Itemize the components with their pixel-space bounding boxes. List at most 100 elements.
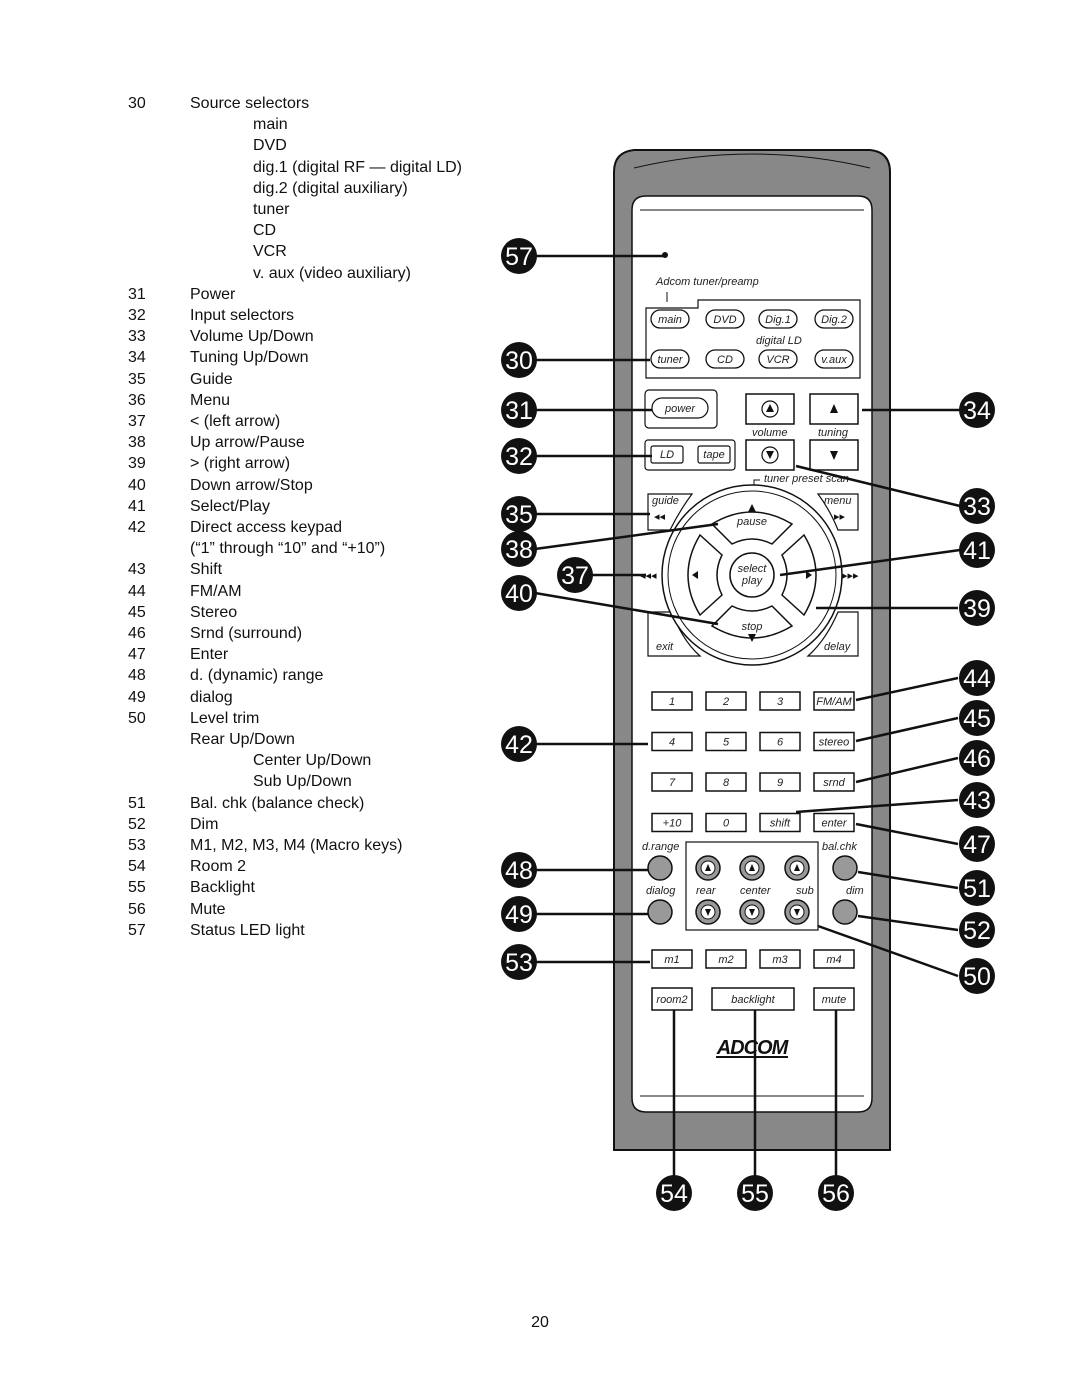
keypad-button[interactable] [705,731,747,752]
callout-marker [818,1175,854,1211]
source-button[interactable] [758,349,798,369]
callout-number: 56 [822,1180,850,1208]
callout-marker [959,782,995,818]
source-button[interactable] [650,349,690,369]
macro-button[interactable] [813,949,855,969]
macro-button[interactable] [705,949,747,969]
legend-number: 38 [128,434,146,452]
select-play-button [729,552,775,598]
keypad-button[interactable] [651,731,693,752]
callout-number: 42 [505,731,533,759]
callout-marker [737,1175,773,1211]
source-button[interactable] [758,309,798,329]
keypad-label: 7 [669,777,676,789]
callout-marker [501,238,537,274]
keypad-button[interactable] [813,691,855,711]
keypad-button[interactable] [759,772,801,792]
svg-text:room2: room2 [656,994,687,1006]
callout-number: 43 [963,787,991,815]
svg-text:mute: mute [822,994,846,1006]
source-label: Dig.1 [765,314,791,326]
callout-marker [959,958,995,994]
menu-button [816,493,859,531]
legend-number: 42 [128,519,146,536]
callout-number: 32 [505,443,533,471]
svg-text:▸▸: ▸▸ [834,511,846,523]
legend-number: 41 [128,497,146,515]
callout-marker [959,392,995,428]
legend-label: Shift [190,561,223,579]
legend-number: 31 [128,285,146,303]
keypad-label: 9 [777,777,783,789]
callout-number: 31 [505,397,533,425]
legend-label: Tuning Up/Down [190,349,309,367]
legend-label: Backlight [190,879,255,897]
tape-button [697,445,731,464]
legend-label: main [253,116,288,134]
power-button [651,397,709,419]
source-button[interactable] [650,309,690,329]
keypad-button[interactable] [651,691,693,711]
source-button[interactable] [814,349,854,369]
callout-number: 49 [505,901,533,929]
keypad-button[interactable] [813,731,855,752]
macro-label: m2 [718,954,733,966]
brand-text: Adcom tuner/preamp [655,276,759,288]
svg-text:dim: dim [846,885,864,897]
keypad-button[interactable] [705,691,747,711]
keypad-label: FM/AM [816,696,852,708]
left-arrow-button [687,533,723,617]
svg-text:stop: stop [742,621,763,633]
source-label: tuner [657,354,683,366]
keypad-button[interactable] [651,772,693,792]
source-label: main [658,314,682,326]
callout-number: 37 [561,562,589,590]
keypad-label: 1 [669,696,675,708]
callout-number: 39 [963,595,991,623]
keypad-button[interactable] [759,691,801,711]
keypad-label: 4 [669,737,675,749]
legend-number: 39 [128,455,146,473]
callout-marker [959,590,995,626]
macro-button[interactable] [759,949,801,969]
dialog-button [647,899,673,925]
svg-text:center: center [740,885,772,897]
legend-label: Input selectors [190,307,295,324]
keypad-button[interactable] [759,812,801,833]
source-button[interactable] [705,349,745,369]
right-arrow-button [781,533,817,617]
keypad-label: 0 [723,818,730,830]
source-label: CD [717,354,733,366]
keypad-button[interactable] [813,772,855,792]
callout-number: 41 [963,537,991,565]
source-label: DVD [713,314,736,326]
callout-number: 52 [963,917,991,945]
svg-text:exit: exit [656,641,674,653]
callout-number: 51 [963,875,991,903]
legend-label: VCR [253,243,287,261]
legend-number: 46 [128,625,146,642]
legend-label: Select/Play [190,497,271,515]
keypad-button[interactable] [705,812,747,833]
arrow-up-icon [705,864,711,871]
svg-text:menu: menu [824,495,852,507]
svg-text:guide: guide [652,495,679,507]
legend-label: v. aux (video auxiliary) [253,264,411,282]
keypad-label: shift [770,818,791,830]
legend-label: Status LED light [190,921,305,939]
macro-button[interactable] [651,949,693,969]
svg-text:◂◂: ◂◂ [654,511,666,523]
callout-number: 35 [505,501,533,529]
source-button[interactable] [705,309,745,329]
page-number: 20 [531,1314,549,1331]
legend-number: 52 [128,815,146,833]
keypad-button[interactable] [651,812,693,833]
keypad-button[interactable] [705,772,747,792]
callout-marker [959,870,995,906]
legend-number: 36 [128,391,146,409]
keypad-button[interactable] [813,812,855,833]
legend-label: M1, M2, M3, M4 (Macro keys) [190,837,403,854]
source-button[interactable] [814,309,854,329]
keypad-button[interactable] [759,731,801,752]
